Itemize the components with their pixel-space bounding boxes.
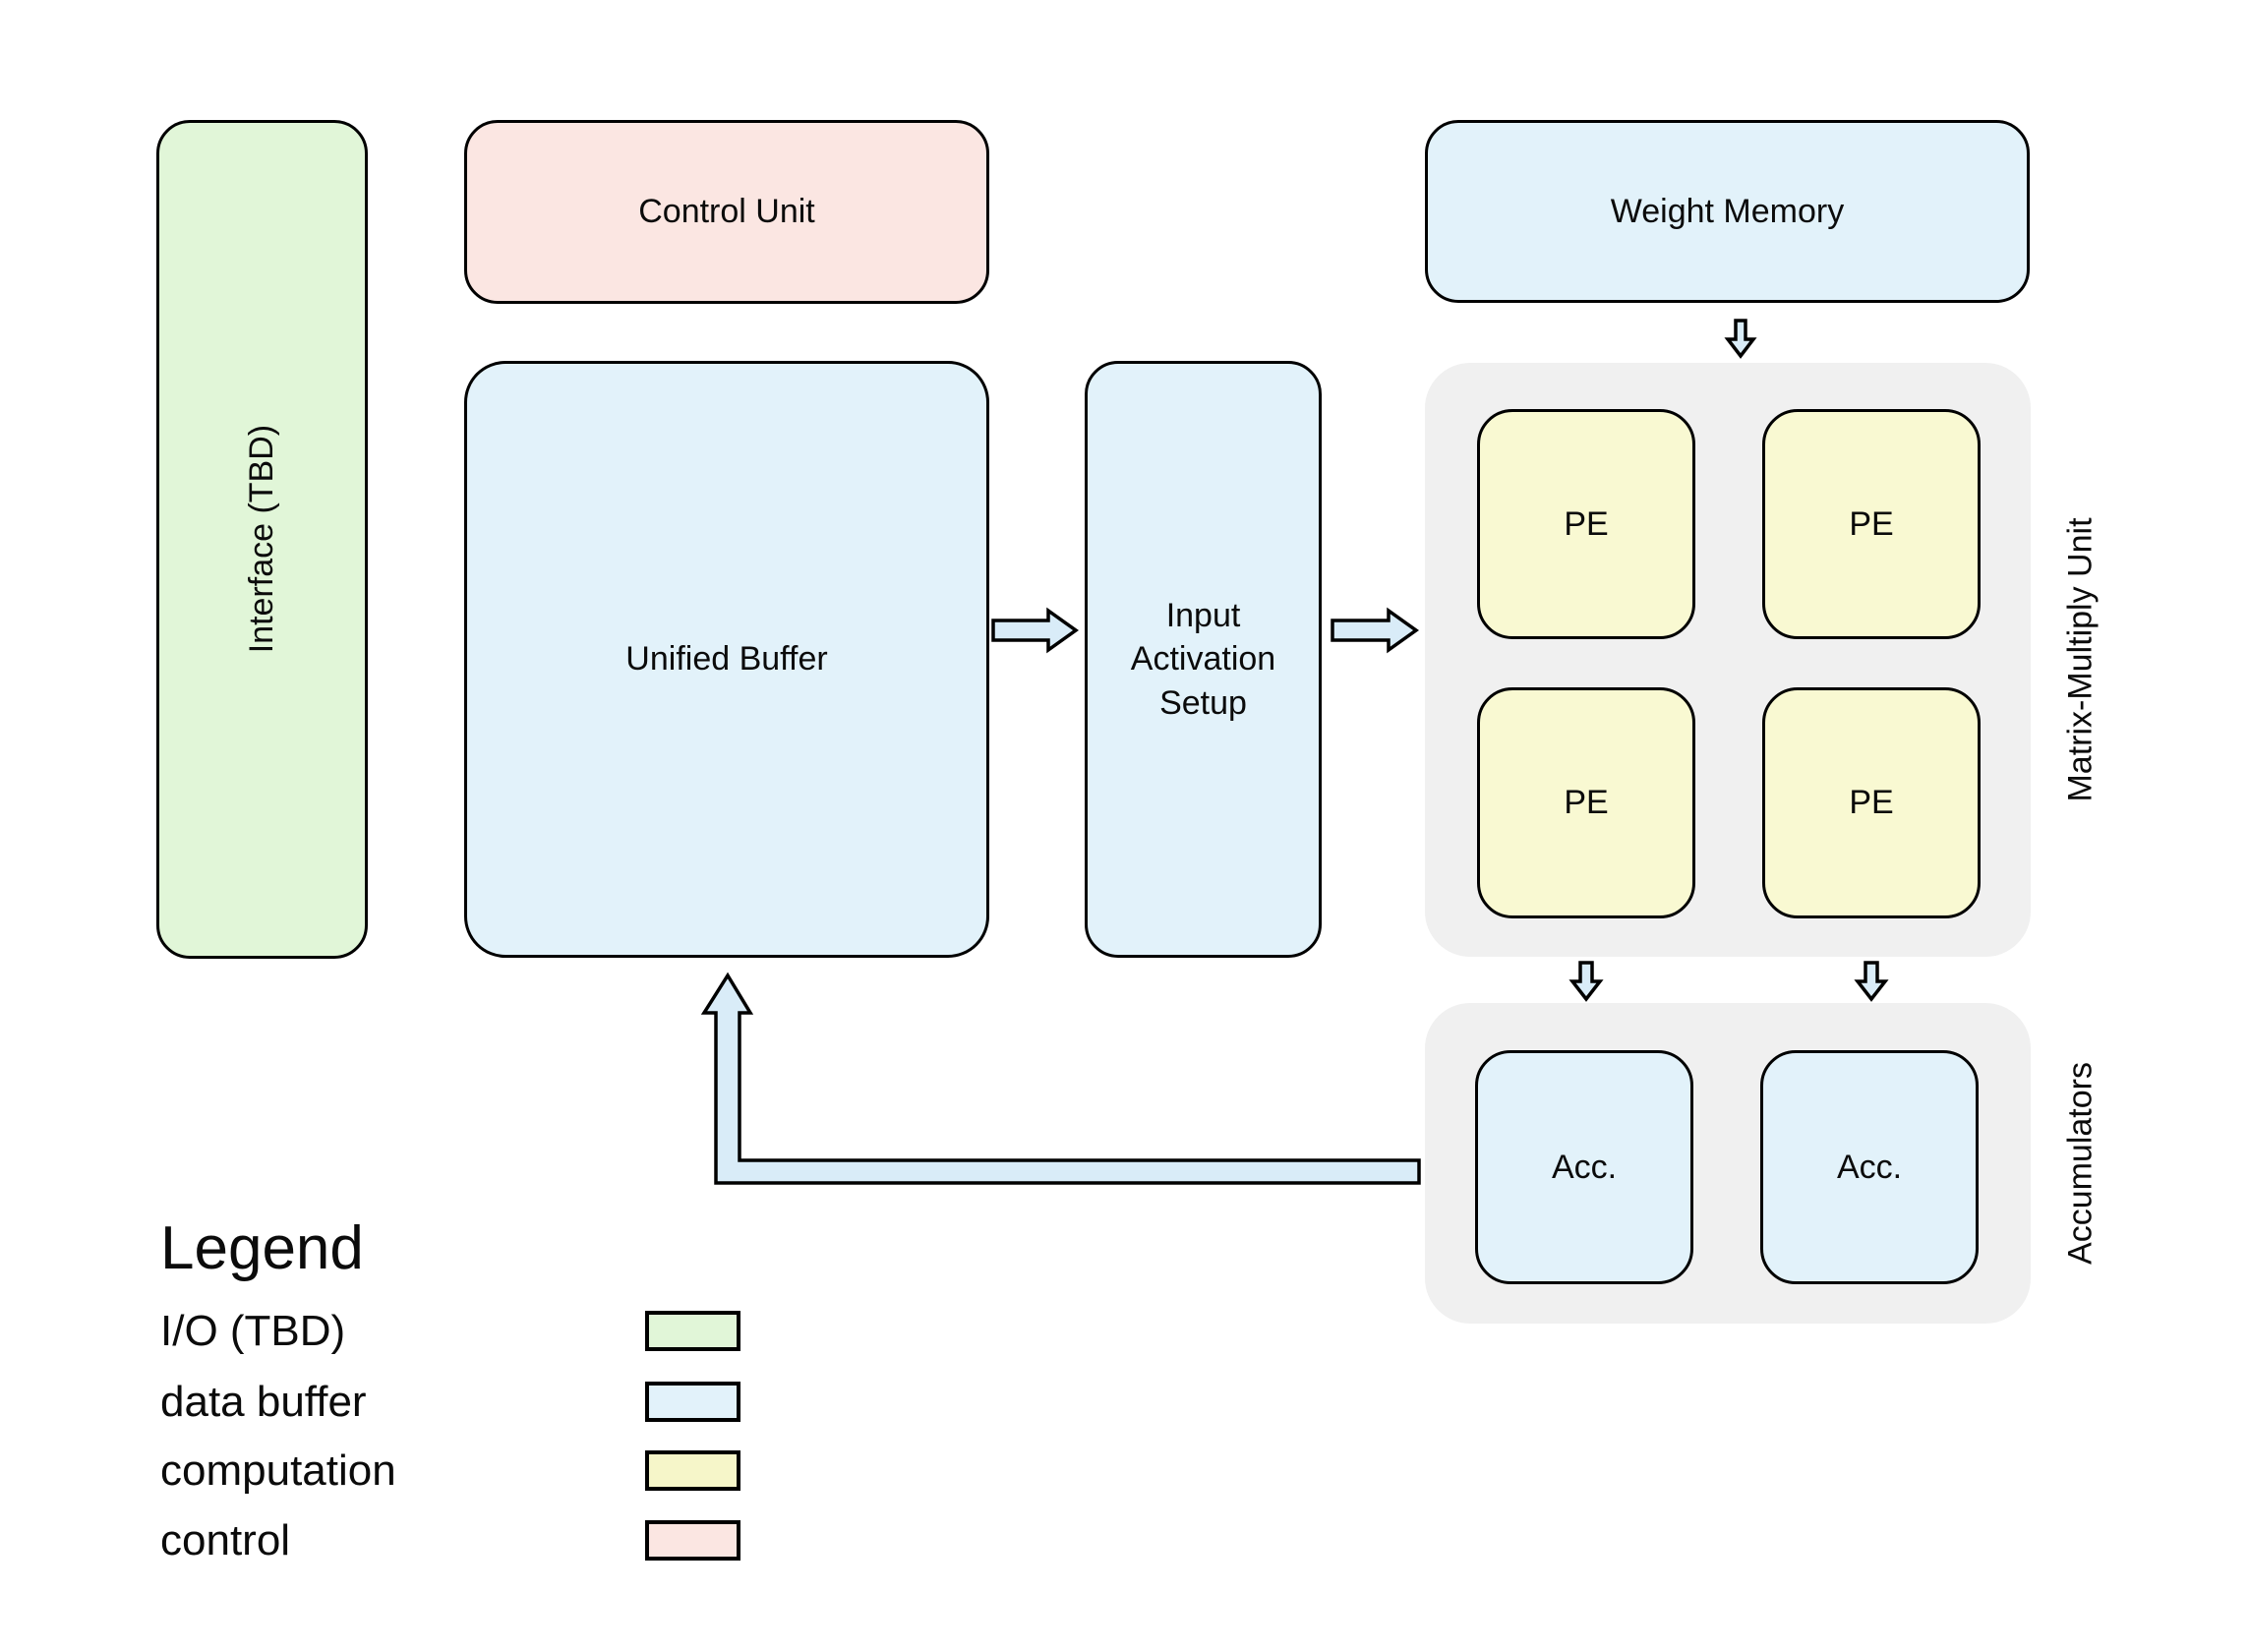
legend-swatch-data-buffer [645, 1382, 740, 1422]
accumulator-label: Acc. [1836, 1148, 1903, 1186]
down-arrow-mmu-to-accumulator-right [1854, 961, 1889, 1002]
legend-swatch-control [645, 1520, 740, 1561]
accumulator-block: Acc. [1760, 1050, 1979, 1284]
legend-item-data-buffer: data buffer [160, 1375, 740, 1430]
pe-label: PE [1849, 504, 1894, 543]
right-arrow-unified-buffer-to-input-activation [991, 607, 1080, 654]
down-arrow-mmu-to-accumulator-left [1568, 961, 1604, 1002]
down-arrow-weight-memory-to-mmu [1724, 319, 1757, 359]
pe-block: PE [1762, 687, 1981, 918]
legend-item-io: I/O (TBD) [160, 1304, 740, 1359]
pe-label: PE [1849, 784, 1894, 822]
input-activation-setup-label: Input Activation Setup [1130, 597, 1276, 722]
accumulator-label: Acc. [1551, 1148, 1618, 1186]
control-unit-block: Control Unit [464, 120, 989, 304]
legend-item-control-label: control [160, 1516, 291, 1564]
pe-block: PE [1477, 409, 1695, 639]
legend-title: Legend [160, 1214, 364, 1282]
pe-block: PE [1477, 687, 1695, 918]
interface-block: Interface (TBD) [156, 120, 368, 959]
elbow-arrow-accumulators-to-unified-buffer [700, 972, 1421, 1185]
legend-swatch-io [645, 1311, 740, 1351]
unified-buffer-block: Unified Buffer [464, 361, 989, 958]
input-activation-setup-block: Input Activation Setup [1085, 361, 1322, 958]
legend-item-computation: computation [160, 1444, 740, 1499]
accumulators-label: Accumulators [2061, 1062, 2100, 1265]
legend: Legend I/O (TBD) data buffer computation… [160, 1214, 740, 1564]
right-arrow-input-activation-to-mmu [1331, 607, 1420, 654]
accumulator-block: Acc. [1475, 1050, 1693, 1284]
unified-buffer-label: Unified Buffer [625, 640, 828, 678]
legend-item-io-label: I/O (TBD) [160, 1307, 346, 1355]
pe-label: PE [1564, 504, 1609, 543]
legend-item-control: control [160, 1513, 740, 1568]
pe-block: PE [1762, 409, 1981, 639]
weight-memory-block: Weight Memory [1425, 120, 2030, 303]
pe-label: PE [1564, 784, 1609, 822]
matrix-multiply-unit-label: Matrix-Multiply Unit [2061, 517, 2100, 802]
interface-label: Interface (TBD) [243, 425, 281, 654]
weight-memory-label: Weight Memory [1610, 192, 1845, 230]
control-unit-label: Control Unit [638, 193, 815, 231]
legend-item-computation-label: computation [160, 1446, 396, 1495]
legend-swatch-computation [645, 1450, 740, 1491]
legend-item-data-buffer-label: data buffer [160, 1378, 367, 1426]
